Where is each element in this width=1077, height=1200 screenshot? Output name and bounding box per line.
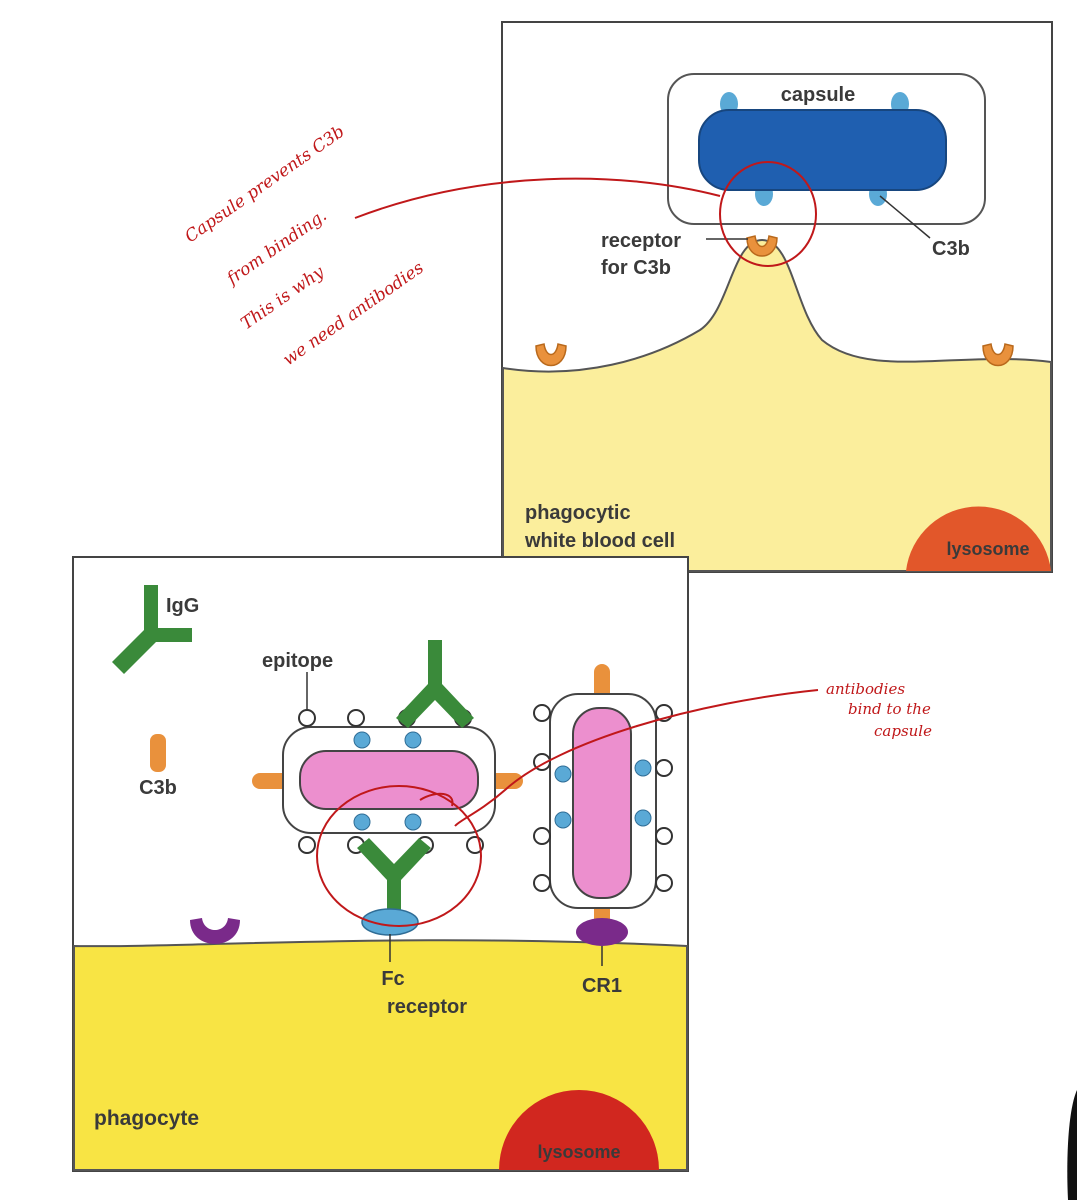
bacterium [572, 707, 632, 899]
igg-label: IgG [166, 595, 199, 617]
highlight-circle [719, 161, 817, 267]
note-bottom-pointer [454, 689, 819, 827]
c3b-receptor [982, 343, 1014, 367]
epitope [347, 709, 365, 727]
lysosome [499, 1090, 659, 1170]
lysosome-label: lysosome [946, 539, 1029, 559]
note-top-line: Capsule prevents C3b [181, 122, 348, 247]
note-top-pointer [354, 177, 721, 219]
epitope-label: epitope [262, 650, 333, 672]
cr1-receptor [576, 918, 628, 946]
lysosome [906, 506, 1051, 571]
epitope [655, 874, 673, 892]
c3b-molecule [554, 765, 572, 783]
c3b-molecule [404, 731, 422, 749]
bottom-panel: IgG C3b epitope Fc receptor [72, 556, 689, 1172]
c3b-leader [879, 195, 931, 239]
c3b-molecule [634, 759, 652, 777]
capsule-label: capsule [781, 84, 855, 106]
epitope [533, 827, 551, 845]
c3b-molecule [353, 731, 371, 749]
epitope [298, 709, 316, 727]
epitope [655, 827, 673, 845]
cr1-label: CR1 [582, 975, 622, 997]
epitope [298, 836, 316, 854]
c3b-molecule [554, 811, 572, 829]
igg-antibody [112, 585, 192, 674]
lysosome-label: lysosome [537, 1142, 620, 1162]
receptor-label: for C3b [601, 257, 671, 279]
cr1-receptor [190, 918, 240, 944]
c3b-molecule [353, 813, 371, 831]
c3b-receptor [746, 235, 778, 257]
note-bottom-line: capsule [874, 722, 932, 740]
igg-antibody [357, 838, 431, 916]
c3b-receptor [535, 343, 567, 367]
igg-antibody [396, 640, 474, 728]
screen-edge [1067, 1090, 1077, 1200]
c3b-molecule [150, 734, 166, 772]
c3b-molecule [404, 813, 422, 831]
c3b-label: C3b [139, 777, 177, 799]
top-panel: capsule receptor for C3b C3b phagocytic … [501, 21, 1053, 573]
receptor-label: receptor [601, 230, 681, 252]
highlight-circle [316, 785, 482, 927]
c3b-label: C3b [932, 238, 970, 260]
cell-label: phagocytic [525, 502, 631, 524]
epitope [655, 759, 673, 777]
phagocyte-label: phagocyte [94, 1107, 199, 1130]
fc-receptor-label: Fc [381, 968, 404, 990]
note-bottom-line: antibodies [826, 680, 905, 698]
bacterium [698, 109, 947, 191]
note-bottom-line: bind to the [848, 700, 931, 718]
cell-label: white blood cell [524, 530, 675, 552]
epitope [533, 704, 551, 722]
c3b-molecule [634, 809, 652, 827]
epitope [533, 874, 551, 892]
fc-receptor-label: receptor [387, 996, 467, 1018]
